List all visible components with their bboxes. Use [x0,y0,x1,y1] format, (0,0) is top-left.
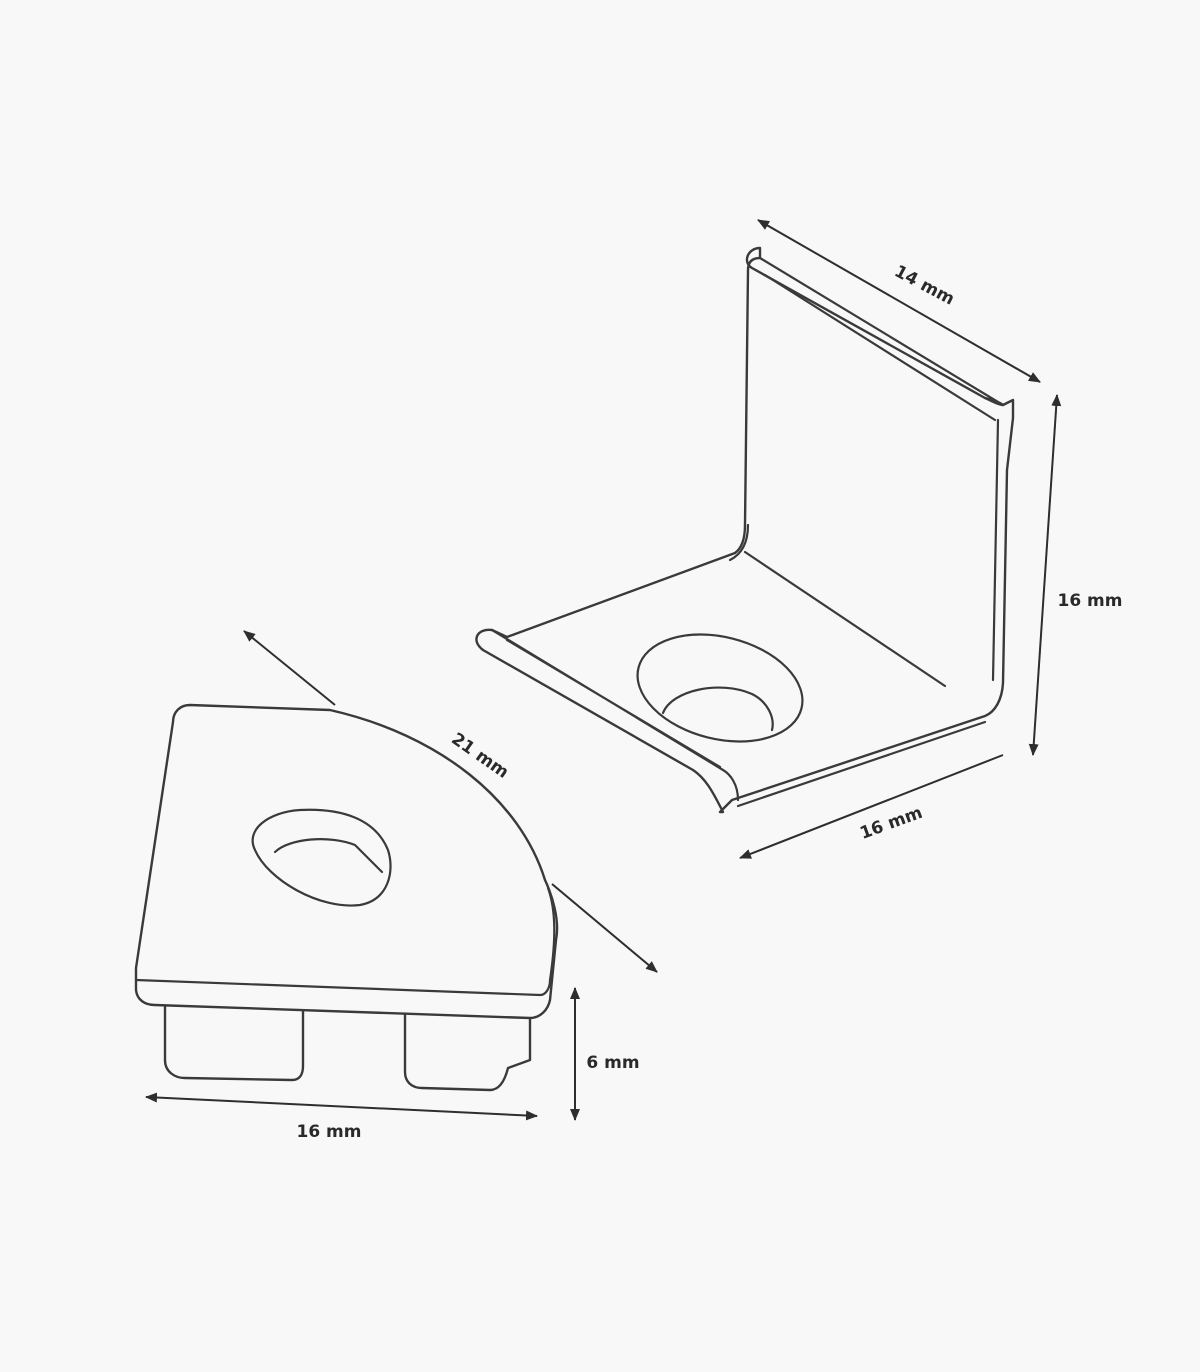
bracket-base-edge [743,550,947,688]
dim-line-bracket-depth [757,219,1041,383]
end-cap-hole-inner [273,838,384,874]
dim-line-bracket-height [1028,394,1062,756]
label-bracket-height: 16 mm [1057,591,1122,611]
dim-line-cap-arc-1 [243,630,336,706]
end-cap-top-edge [134,978,552,997]
label-cap-height: 6 mm [586,1053,639,1073]
dim-line-bracket-width [739,754,1004,859]
end-cap-top-plate [134,703,559,1020]
end-cap-rim [546,886,556,982]
end-cap [134,703,559,1092]
bracket-hole-outer [636,633,804,743]
end-cap-hole [251,808,392,907]
bracket-outline [475,246,1015,814]
dim-line-cap-width [145,1092,538,1121]
dim-line-cap-arc-2 [551,883,658,973]
mounting-bracket [475,246,1015,814]
label-cap-width: 16 mm [296,1122,361,1142]
bracket-hole-inner [661,686,774,732]
end-cap-leg-right [403,1013,532,1092]
bracket-front-lip [490,628,987,808]
end-cap-leg-left [163,998,305,1082]
dimension-lines [145,219,1062,1121]
